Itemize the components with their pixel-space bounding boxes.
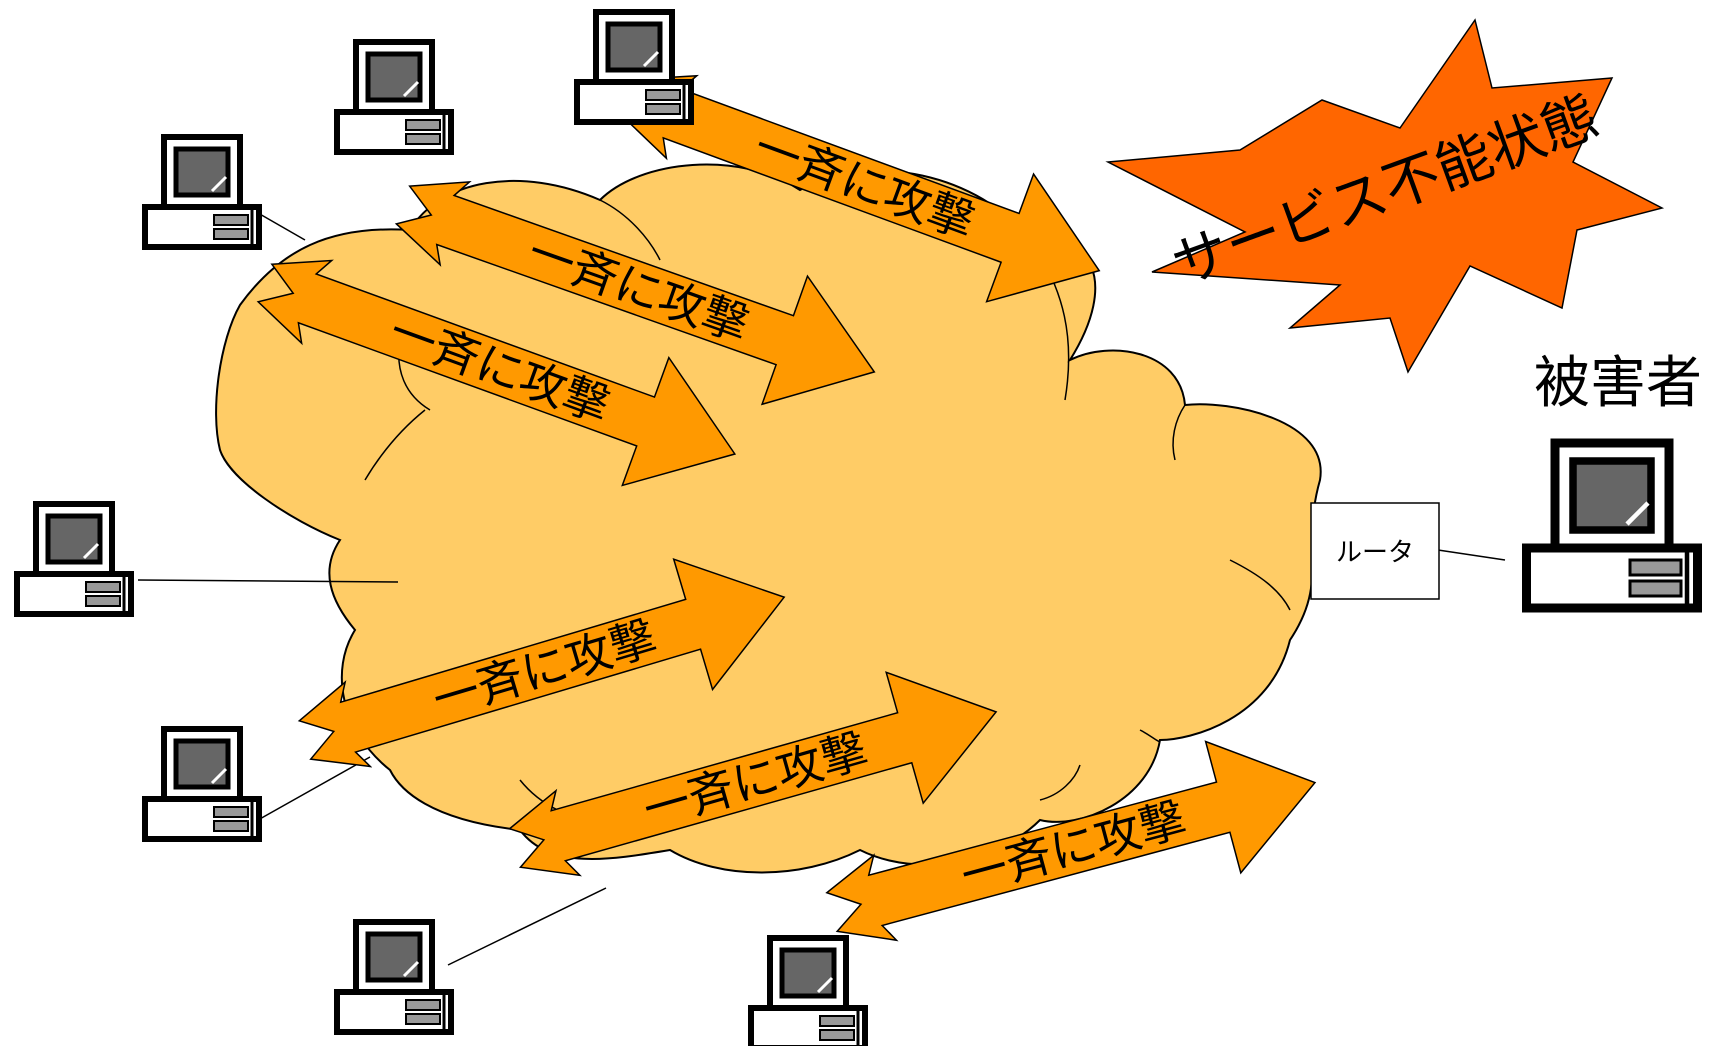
computer-icon <box>337 922 451 1032</box>
router-label: ルータ <box>1336 538 1414 568</box>
victim-computer-icon <box>1527 443 1698 608</box>
computer-icon <box>577 12 691 122</box>
connection-lines <box>137 212 1506 966</box>
victim-label: 被害者 <box>1534 351 1702 416</box>
computer-icon <box>145 729 259 839</box>
router-box: ルータ <box>1310 502 1440 600</box>
computer-icon <box>751 938 865 1046</box>
computer-icon <box>145 137 259 247</box>
computer-icon <box>17 504 131 614</box>
computer-icon <box>337 42 451 152</box>
service-down-burst: サービス不能状態 <box>1105 18 1665 374</box>
